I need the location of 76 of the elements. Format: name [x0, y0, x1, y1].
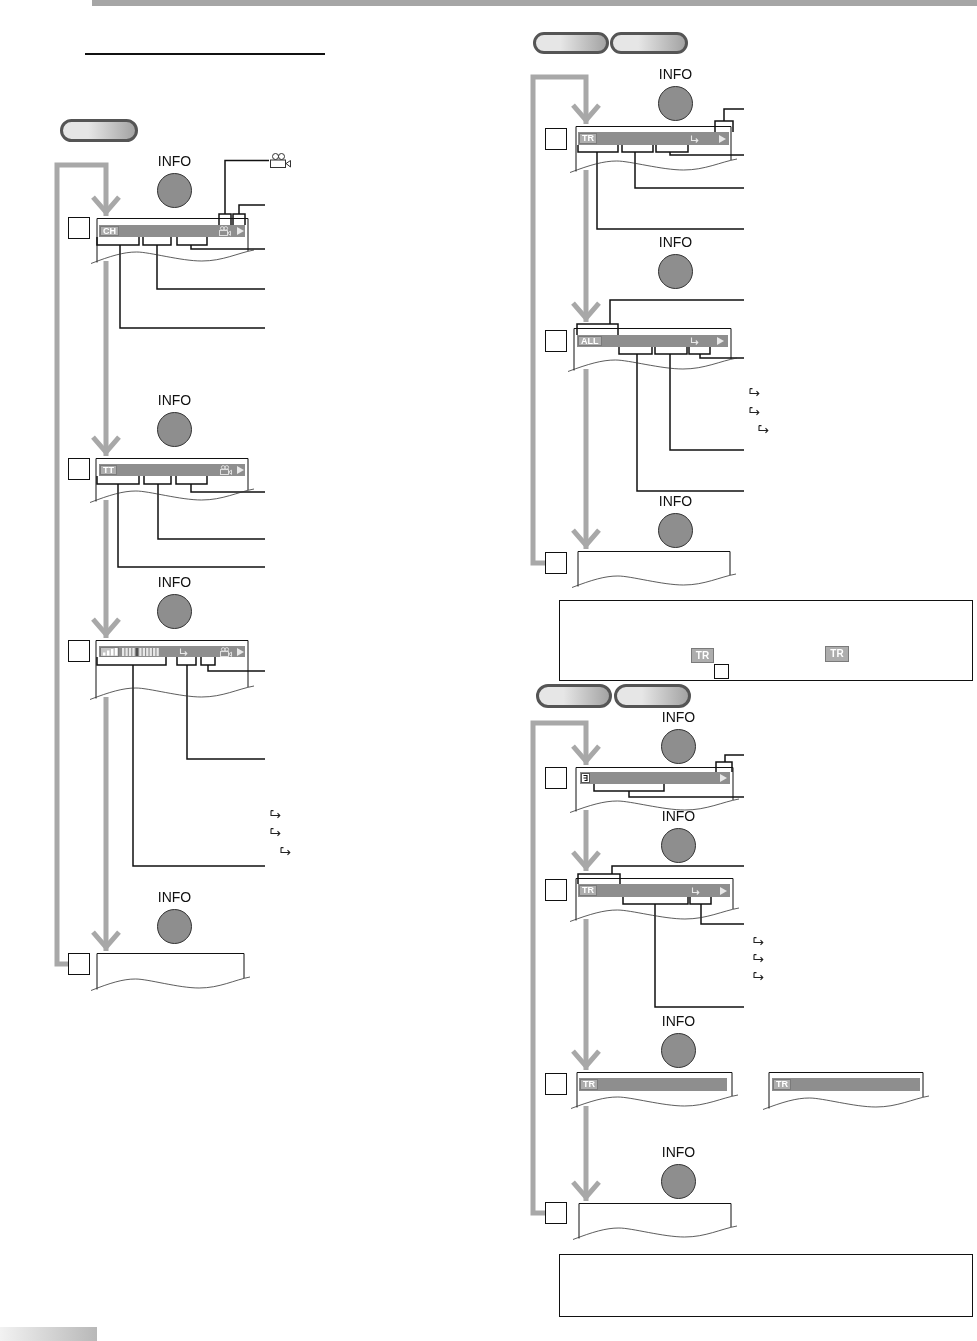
leader-line [176, 656, 266, 760]
flow-arrow [90, 697, 122, 951]
leader-line [576, 299, 745, 336]
leader-line [96, 475, 266, 568]
leader-line [577, 144, 745, 230]
flow-arrow [90, 500, 122, 638]
display-tag: TR [773, 1079, 791, 1090]
display-tag: TT [100, 465, 117, 475]
step-square [545, 767, 567, 789]
leader-line [621, 144, 745, 189]
leader-line [175, 475, 266, 493]
leader-line [96, 236, 266, 329]
display-tag: TR [579, 133, 597, 144]
screen-display [570, 878, 739, 922]
screen-display [573, 1203, 737, 1240]
note-box [559, 1254, 973, 1317]
screen-display [91, 218, 254, 264]
flow-arrow [530, 74, 602, 566]
leader-line [688, 346, 745, 359]
step-square [68, 640, 90, 662]
step-square [545, 879, 567, 901]
display-tag: ALL [578, 336, 602, 346]
flow-arrow [90, 261, 122, 456]
leader-line [142, 236, 266, 290]
leader-line [714, 108, 745, 133]
step-square [68, 458, 90, 480]
pill-tag [60, 119, 138, 142]
step-square [545, 330, 567, 352]
screen-display [763, 1072, 929, 1110]
leader-line [622, 896, 745, 1008]
step-square [68, 953, 90, 975]
leader-line [232, 204, 266, 226]
step-square [545, 128, 567, 150]
leader-line [176, 236, 266, 250]
screen-display [568, 328, 737, 372]
leader-line [143, 475, 266, 540]
leader-line [689, 896, 745, 925]
flow-arrow [54, 162, 122, 967]
screen-display [570, 767, 739, 813]
flow-arrow [570, 170, 602, 322]
screen-display [570, 126, 737, 173]
step-square [545, 552, 567, 574]
screen-display [91, 953, 250, 991]
leader-line [618, 346, 745, 492]
display-tag: TR [580, 1079, 598, 1090]
leader-line [715, 754, 745, 773]
leader-line [593, 783, 745, 798]
display-tag: TR [825, 646, 849, 662]
pill-tag [610, 32, 688, 54]
step-square [545, 1202, 567, 1224]
pill-tag [536, 684, 612, 708]
display-tag: TR [579, 885, 597, 896]
flow-arrow [570, 1106, 602, 1201]
screen-display [90, 458, 254, 503]
screen-display [571, 1072, 738, 1109]
screen-display [90, 640, 254, 700]
leader-line [96, 656, 266, 867]
flow-arrow [570, 810, 602, 871]
note-box [559, 600, 973, 681]
leader-line [200, 656, 266, 672]
pill-tag [614, 684, 691, 708]
display-tag: TR [691, 648, 714, 663]
step-square [714, 664, 729, 679]
leader-line [577, 865, 745, 885]
display-tag: CH [100, 226, 119, 236]
flow-arrow [570, 369, 602, 549]
step-square [68, 217, 90, 239]
leader-line [654, 346, 745, 451]
screen-display [572, 551, 736, 588]
flow-arrow [530, 720, 602, 1216]
pill-tag [533, 32, 609, 54]
leader-line [218, 159, 270, 226]
camera-icon [270, 153, 291, 168]
step-square [545, 1073, 567, 1095]
flow-arrow [570, 919, 602, 1070]
leader-line [655, 144, 745, 156]
